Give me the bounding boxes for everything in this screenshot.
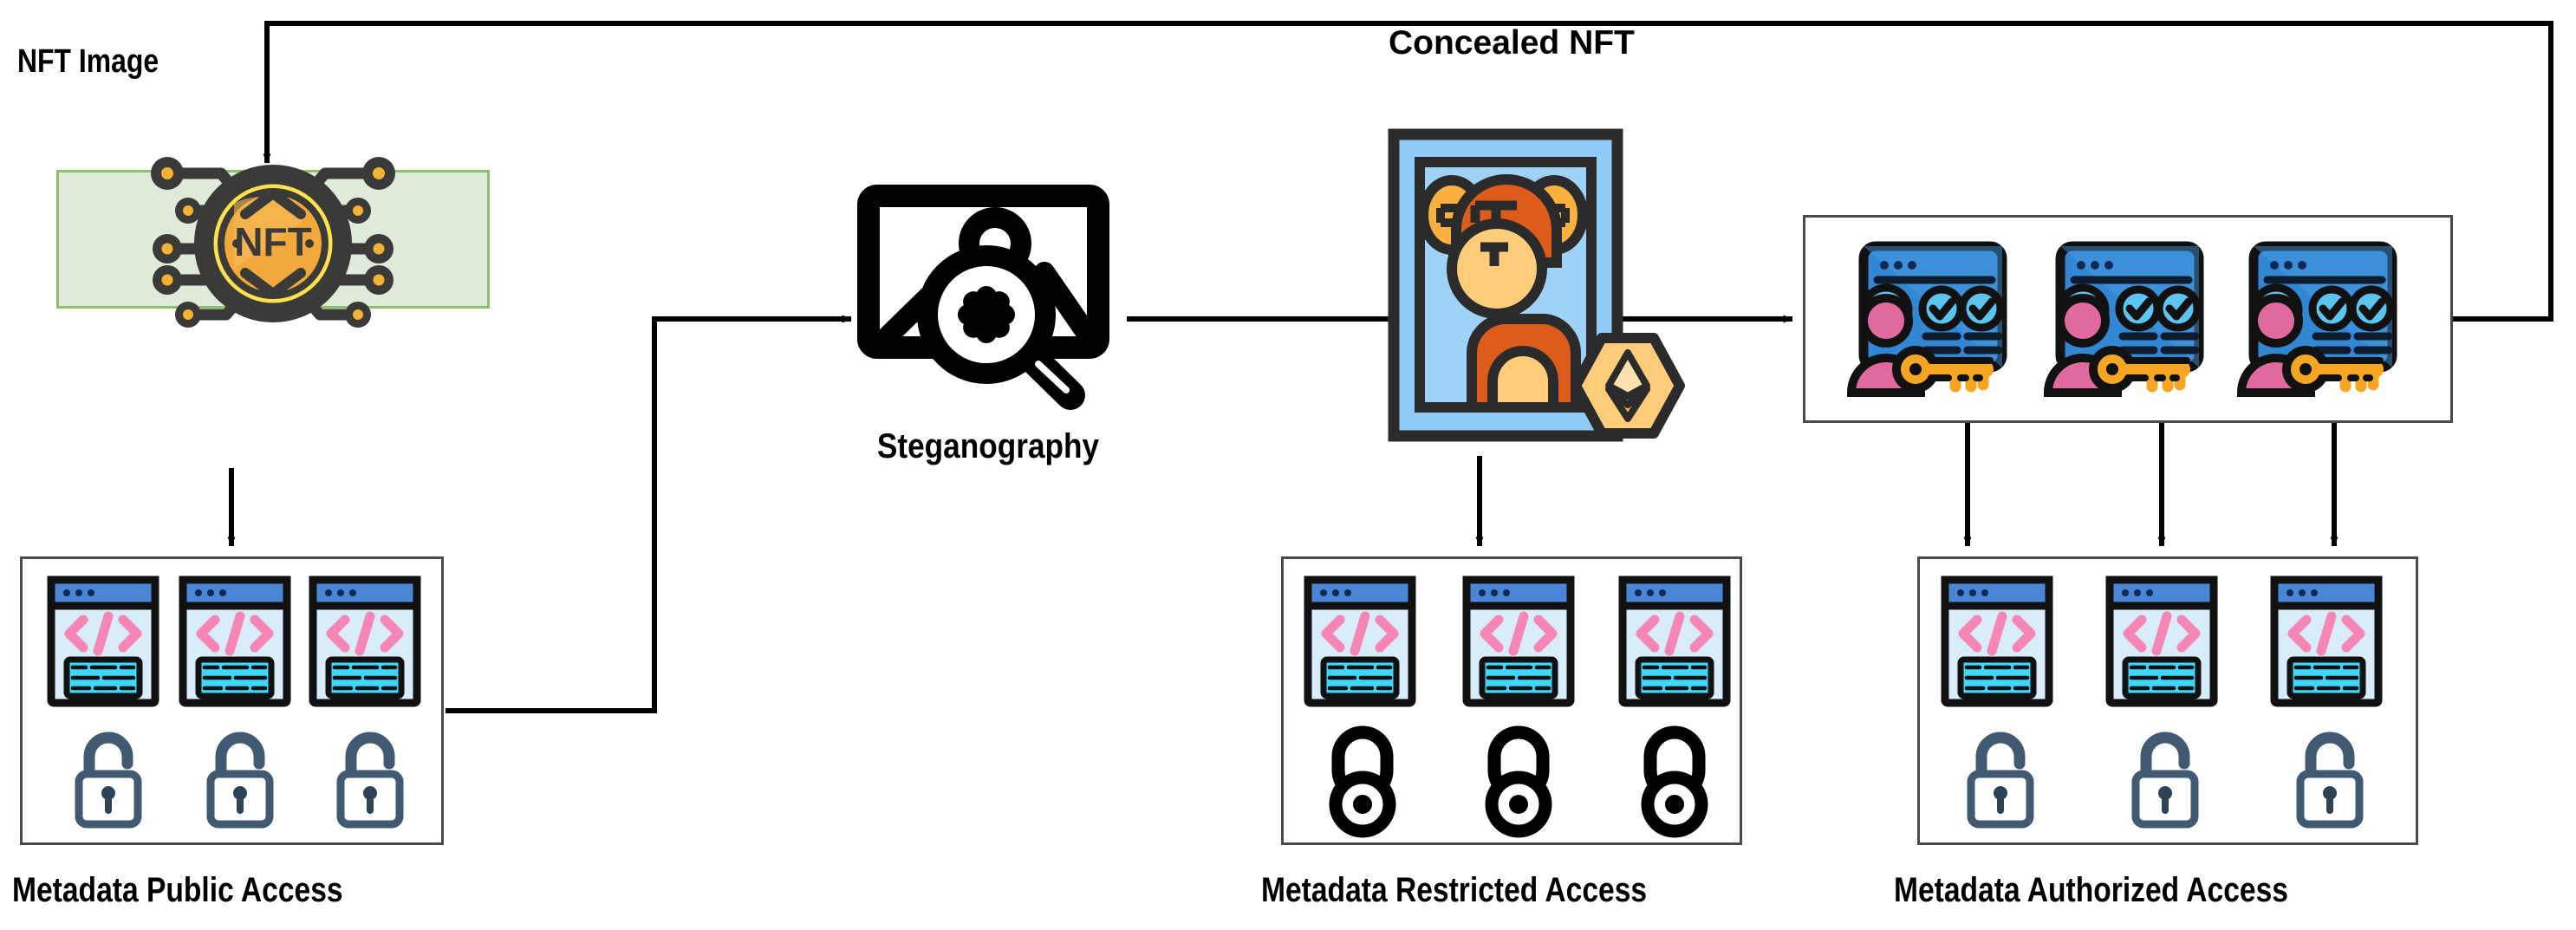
unlocked-padlock-icon <box>1967 732 2034 829</box>
locked-padlock-icon <box>1329 725 1396 838</box>
unlocked-padlock-icon <box>2131 732 2199 829</box>
code-window-icon <box>309 576 421 707</box>
unlocked-padlock-icon <box>336 732 404 829</box>
edge-feedback-loop <box>263 21 2553 322</box>
nft-image-label: NFT Image <box>17 43 159 80</box>
metadata-authorized-label: Metadata Authorized Access <box>1894 871 2288 909</box>
metadata-public-label: Metadata Public Access <box>12 871 343 909</box>
code-window-icon <box>47 576 159 707</box>
concealed-nft-label: Concealed NFT <box>1389 24 1635 62</box>
unlocked-padlock-icon <box>2296 732 2364 829</box>
code-window-icon <box>2270 576 2383 707</box>
metadata-restricted-label: Metadata Restricted Access <box>1261 871 1648 909</box>
user-key-card-icon <box>1846 241 2007 397</box>
ape-portrait-ethereum-icon <box>1388 128 1685 442</box>
code-window-icon <box>1941 576 2053 707</box>
code-window-icon <box>1618 576 1731 707</box>
user-key-card-icon <box>2043 241 2204 397</box>
locked-padlock-icon <box>1641 725 1708 838</box>
code-window-icon <box>179 576 291 707</box>
image-search-icon <box>857 185 1109 410</box>
locked-padlock-icon <box>1485 725 1552 838</box>
code-window-icon <box>2105 576 2218 707</box>
svg-text:NFT: NFT <box>234 219 311 264</box>
steganography-label: Steganography <box>876 427 1100 465</box>
user-key-card-icon <box>2236 241 2397 397</box>
code-window-icon <box>1304 576 1416 707</box>
unlocked-padlock-icon <box>75 732 142 829</box>
unlocked-padlock-icon <box>206 732 274 829</box>
edge-public-to-steganography <box>446 315 852 713</box>
nft-coin-chip-icon: NFT <box>151 157 395 328</box>
code-window-icon <box>1462 576 1575 707</box>
